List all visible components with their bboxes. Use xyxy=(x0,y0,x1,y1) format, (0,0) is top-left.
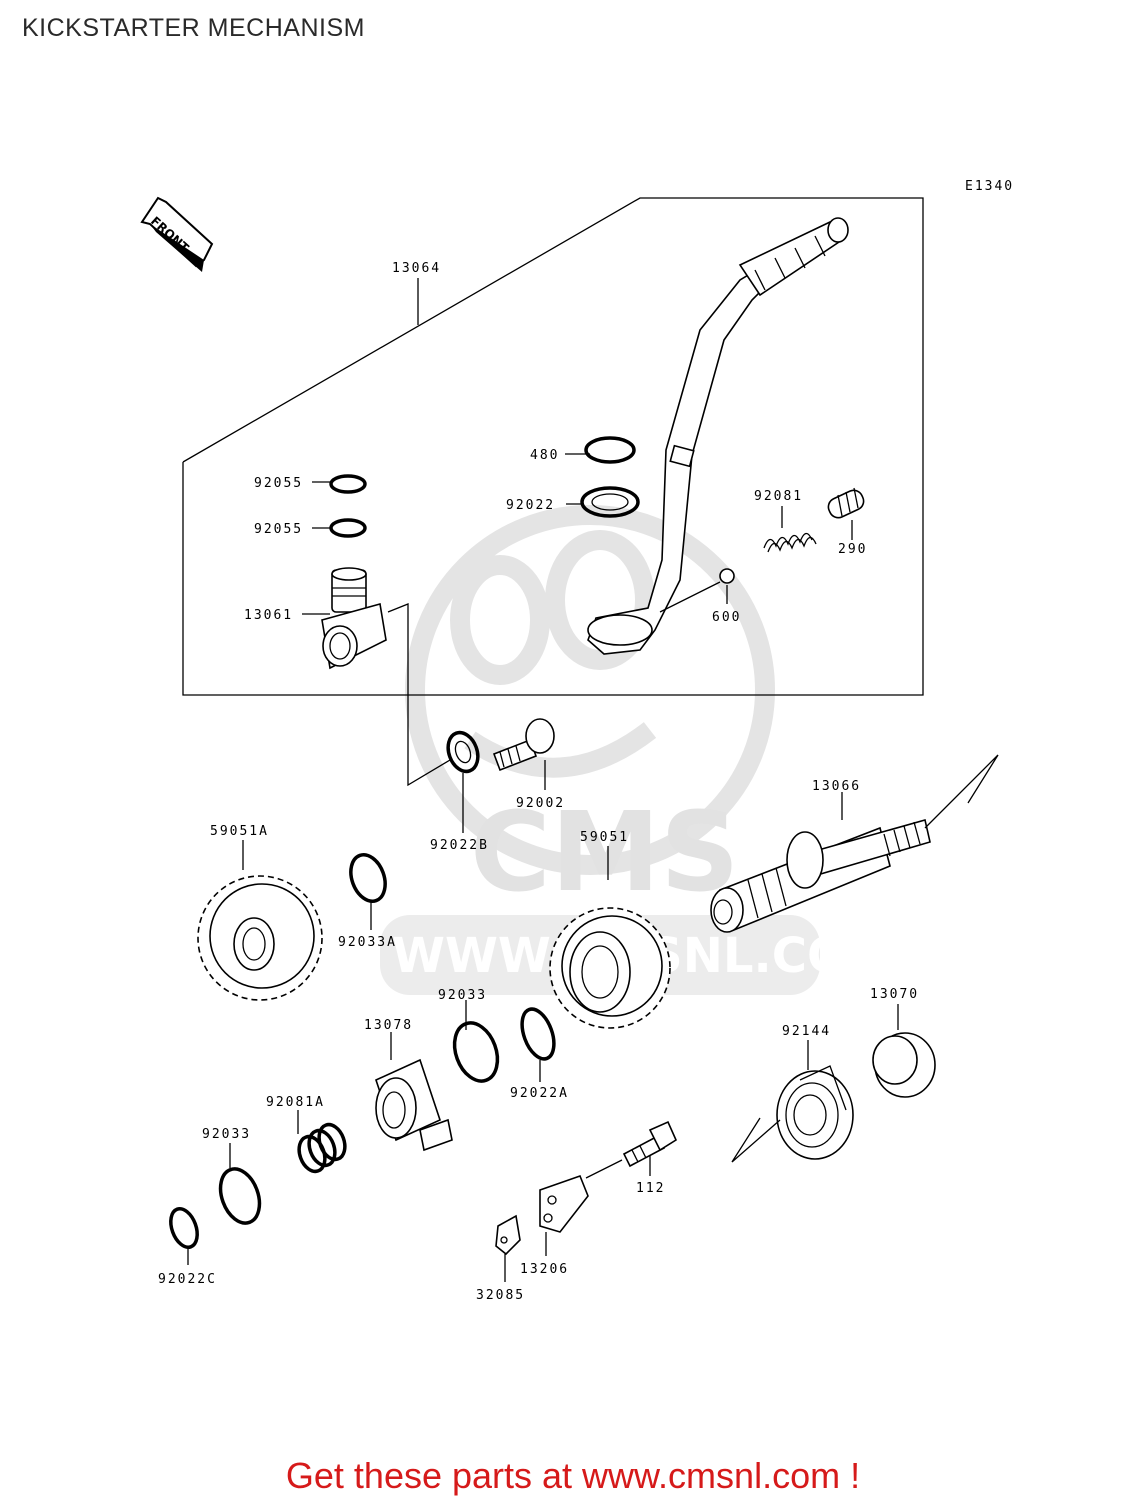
part-label-59051: 59051 xyxy=(580,830,629,845)
part-label-59051A: 59051A xyxy=(210,824,269,839)
part-label-13070: 13070 xyxy=(870,987,919,1002)
watermark-brand: CMS xyxy=(470,788,739,916)
part-92081A-spring: 92081A xyxy=(266,1095,347,1174)
page-title: KICKSTARTER MECHANISM xyxy=(22,14,365,42)
part-92033-circlip: 92033 xyxy=(438,988,500,1083)
part-13206-holder: 13206 xyxy=(520,1174,589,1277)
part-92022C-washer: 92022C xyxy=(158,1207,217,1287)
part-59051-gear: 59051 xyxy=(549,830,671,1029)
part-600-ball: 600 xyxy=(659,568,741,625)
part-92022-washer: 92022 xyxy=(506,486,640,518)
part-label-92022A: 92022A xyxy=(510,1086,569,1101)
part-label-92022B: 92022B xyxy=(430,838,489,853)
part-label-92022C: 92022C xyxy=(158,1272,217,1287)
part-13078-ratchet: 13078 xyxy=(364,1018,453,1152)
part-label-13078: 13078 xyxy=(364,1018,413,1033)
part-13066-kick-shaft: 13066 xyxy=(710,754,999,933)
kick-pedal-lever xyxy=(587,217,849,655)
part-label-13061: 13061 xyxy=(244,608,293,623)
part-92022B-washer: 92022B xyxy=(430,730,489,853)
part-13070-guide: 13070 xyxy=(870,987,936,1098)
part-290-plunger: 290 xyxy=(827,487,867,557)
part-92022A-washer: 92022A xyxy=(510,1007,569,1101)
part-label-480: 480 xyxy=(530,448,559,463)
part-59051A-gear: 59051A xyxy=(197,824,323,1001)
assembly-outline xyxy=(182,197,924,696)
part-label-92022: 92022 xyxy=(506,498,555,513)
part-92033A-circlip: 92033A xyxy=(338,853,397,950)
part-92081-spring: 92081 xyxy=(754,489,817,553)
part-label-290: 290 xyxy=(838,542,867,557)
part-label-600: 600 xyxy=(712,610,741,625)
part-label-92033: 92033 xyxy=(438,988,487,1003)
part-13061-boss: 13061 xyxy=(244,567,387,670)
part-92055-o-ring-upper: 92055 xyxy=(254,474,367,494)
part-label-92002: 92002 xyxy=(516,796,565,811)
part-32085-plate: 32085 xyxy=(476,1214,525,1303)
part-label-13064: 13064 xyxy=(392,261,441,276)
footer-link[interactable]: Get these parts at www.cmsnl.com ! xyxy=(285,1455,861,1496)
part-label-32085: 32085 xyxy=(476,1288,525,1303)
part-label-112: 112 xyxy=(636,1181,665,1196)
part-label-13206: 13206 xyxy=(520,1262,569,1277)
part-92033-circlip-lower: 92033 xyxy=(202,1127,262,1225)
part-92144-spring: 92144 xyxy=(731,1024,854,1163)
part-92055-o-ring-lower: 92055 xyxy=(254,518,367,538)
part-label-13066: 13066 xyxy=(812,779,861,794)
part-112-bolt: 112 xyxy=(585,1120,678,1196)
part-label-92081A: 92081A xyxy=(266,1095,325,1110)
part-label-92081: 92081 xyxy=(754,489,803,504)
part-label-92055-lower: 92055 xyxy=(254,522,303,537)
part-92002-bolt: 92002 xyxy=(492,718,565,811)
part-label-92144: 92144 xyxy=(782,1024,831,1039)
part-label-92033A: 92033A xyxy=(338,935,397,950)
front-arrow-icon: FRONT xyxy=(140,196,214,272)
part-label-92033-lower: 92033 xyxy=(202,1127,251,1142)
part-label-92055-upper: 92055 xyxy=(254,476,303,491)
part-480-circlip: 480 xyxy=(530,436,636,464)
figure-code: E1340 xyxy=(965,179,1014,194)
